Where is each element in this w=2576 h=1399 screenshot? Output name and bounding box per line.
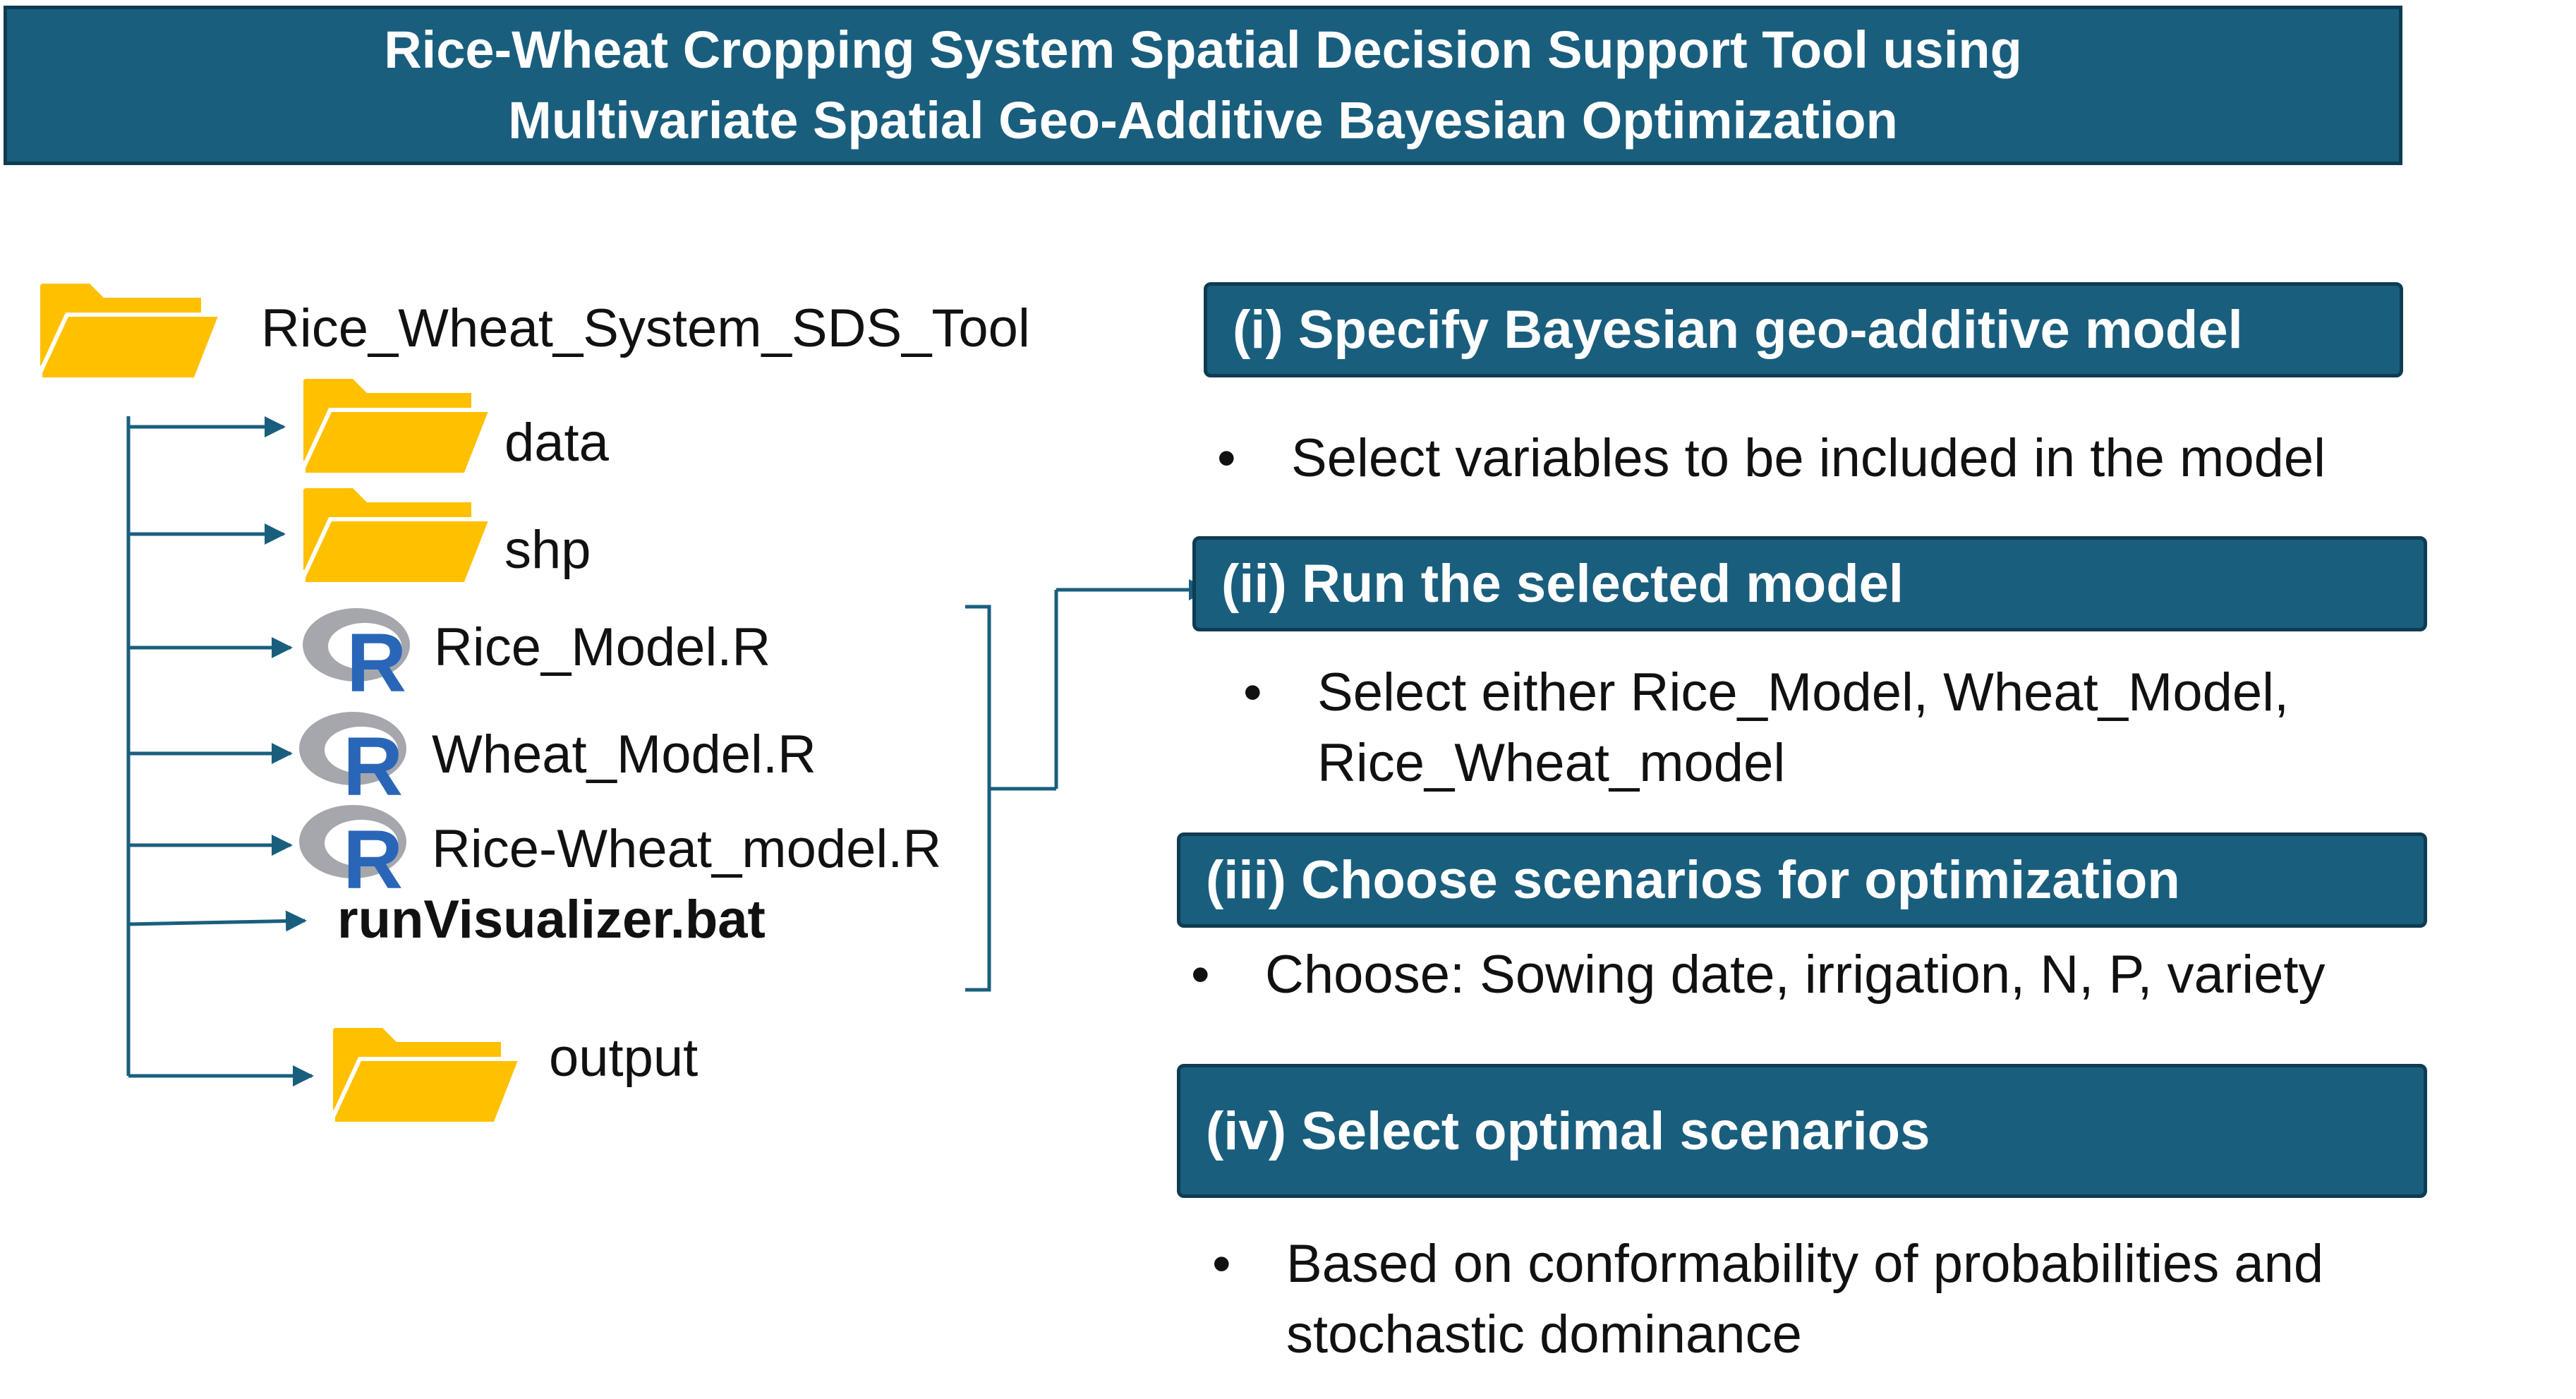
title-line-1: Rice-Wheat Cropping System Spatial Decis…	[384, 20, 2022, 79]
step-run-model-title: (ii) Run the selected model	[1221, 554, 1904, 614]
bullet-dot: •	[1217, 428, 1236, 488]
svg-text:R: R	[343, 720, 403, 797]
step-run-model-bullet: • Select either Rice_Model, Wheat_Model,…	[1243, 658, 2372, 799]
rice-model-file-label: Rice_Model.R	[434, 617, 771, 677]
folder-icon	[302, 488, 492, 586]
bullet-text: stochastic dominance	[1286, 1304, 1802, 1364]
bullet-dot: •	[1191, 945, 1210, 1005]
svg-text:R: R	[346, 617, 406, 694]
bullet-text: Select either Rice_Model, Wheat_Model,	[1317, 662, 2290, 722]
svg-text:R: R	[343, 813, 403, 890]
step-choose-scenarios-box: (iii) Choose scenarios for optimization	[1177, 832, 2427, 928]
files-bracket	[965, 605, 991, 992]
run-visualizer-file-label: runVisualizer.bat	[337, 890, 766, 950]
step-run-model-box: (ii) Run the selected model	[1192, 536, 2427, 631]
step-specify-model-bullet: • Select variables to be included in the…	[1217, 423, 2417, 494]
output-folder-label: output	[549, 1028, 699, 1088]
data-folder-label: data	[504, 413, 609, 473]
branch-arrow-runvisualizer	[128, 910, 307, 932]
step-select-optimal-box: (iv) Select optimal scenarios	[1177, 1064, 2427, 1198]
step-choose-scenarios-title: (iii) Choose scenarios for optimization	[1206, 850, 2180, 910]
r-logo-icon: R	[299, 712, 406, 797]
folder-icon	[39, 284, 222, 381]
folder-icon	[332, 1028, 522, 1125]
step-select-optimal-bullet: • Based on conformability of probabiliti…	[1212, 1229, 2412, 1370]
title-banner: Rice-Wheat Cropping System Spatial Decis…	[4, 6, 2402, 165]
r-logo-icon: R	[299, 805, 406, 890]
step-select-optimal-title: (iv) Select optimal scenarios	[1206, 1101, 1930, 1161]
folder-icon	[302, 379, 492, 476]
step-choose-scenarios-bullet: • Choose: Sowing date, irrigation, N, P,…	[1191, 940, 2390, 1010]
shp-folder-label: shp	[504, 520, 591, 580]
bullet-text: Rice_Wheat_model	[1317, 733, 1786, 793]
root-folder-label: Rice_Wheat_System_SDS_Tool	[261, 298, 1030, 358]
title-line-2: Multivariate Spatial Geo-Additive Bayesi…	[508, 91, 1898, 150]
bullet-text: Choose: Sowing date, irrigation, N, P, v…	[1265, 945, 2326, 1005]
step-specify-model-title: (i) Specify Bayesian geo-additive model	[1233, 300, 2243, 360]
rice-wheat-model-file-label: Rice-Wheat_model.R	[432, 819, 942, 879]
step-specify-model-box: (i) Specify Bayesian geo-additive model	[1204, 282, 2403, 377]
wheat-model-file-label: Wheat_Model.R	[432, 725, 816, 785]
bullet-dot: •	[1243, 662, 1262, 722]
bullet-text: Based on conformability of probabilities…	[1286, 1234, 2324, 1294]
r-logo-icon: R	[303, 608, 410, 694]
bullet-dot: •	[1212, 1234, 1231, 1294]
bullet-text: Select variables to be included in the m…	[1291, 428, 2326, 488]
